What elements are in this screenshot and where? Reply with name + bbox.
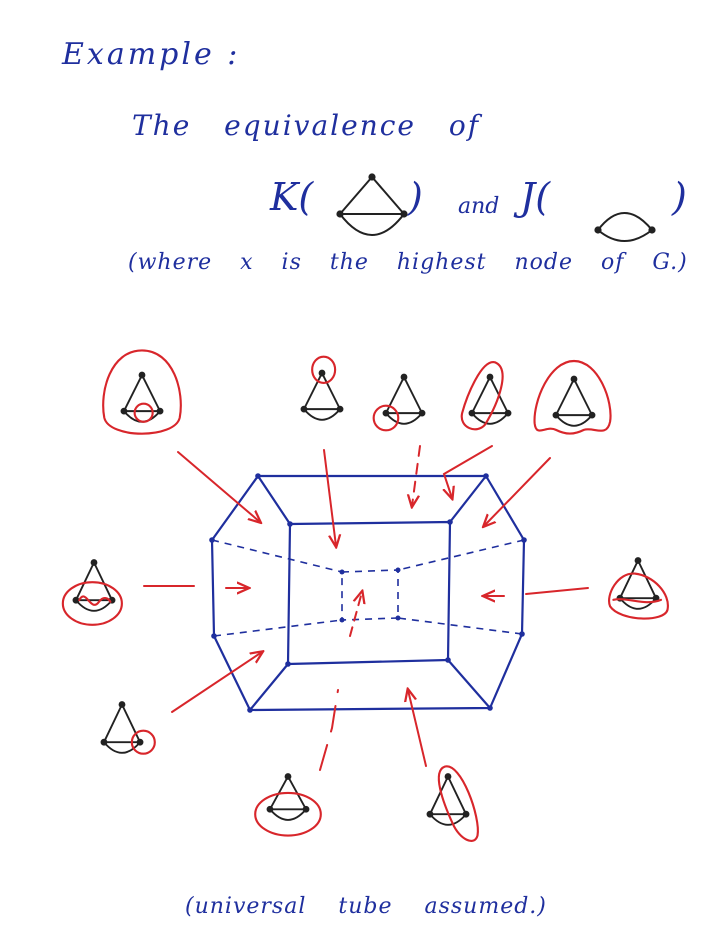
k-function-open: K( (270, 175, 314, 219)
arrow-top-right-b (484, 457, 551, 526)
and-word: and (458, 194, 500, 219)
example-heading: Example : (62, 37, 241, 72)
arrow-top-center (323, 449, 336, 546)
tubing-graph-bottom-center (254, 773, 322, 837)
tubing-graph-left (61, 559, 123, 626)
j-function-close: ) (672, 175, 687, 219)
tubing-graph-top-far-right (533, 359, 612, 435)
tubing-graph-bottom-right (426, 765, 479, 842)
arrow-center-dashed (349, 592, 362, 637)
tubing-graph-top-lower-left (372, 373, 426, 432)
k-graph-icon (336, 173, 408, 236)
where-note: (where x is the highest node of G.) (128, 250, 688, 275)
polytope-hidden-edges (211, 539, 525, 637)
face-arrows (143, 445, 589, 771)
arrow-right-outer (525, 587, 589, 595)
universal-tube-note: (universal tube assumed.) (185, 894, 547, 919)
arrow-bottom-right (408, 690, 427, 767)
j-function-open: J( (520, 175, 551, 219)
equivalence-line: The equivalence of (132, 109, 481, 142)
polytope-vertices (209, 473, 527, 713)
tubing-graph-top-apex (300, 355, 344, 421)
arrow-top-dashed (412, 445, 421, 506)
tubing-graph-right (608, 557, 669, 620)
j-graph-icon (594, 212, 656, 242)
arrow-bottom-center (319, 689, 339, 771)
arrow-bottom-left (171, 652, 262, 713)
tubing-graph-bottom-left (100, 701, 156, 755)
arrow-top-right-a (444, 445, 493, 498)
arrow-top-left (177, 451, 260, 522)
k-function-close: ) (408, 175, 423, 219)
polytope (210, 474, 526, 712)
tubing-graph-top-left (102, 349, 182, 435)
tubing-graph-top-right-edge (460, 361, 512, 431)
